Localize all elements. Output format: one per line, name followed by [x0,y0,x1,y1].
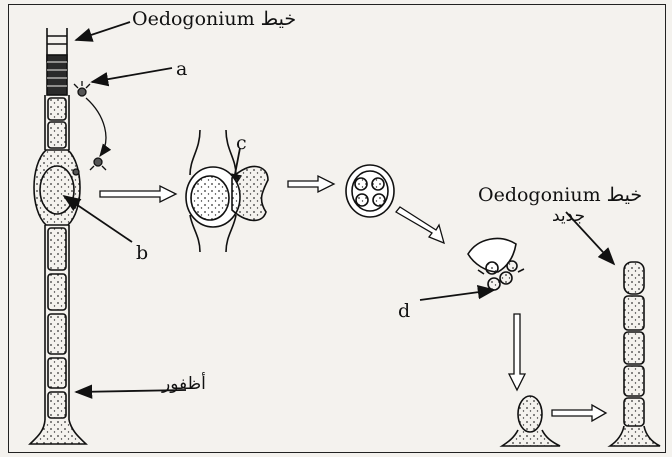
parent-filament [28,28,88,445]
zygote-with-spores [345,164,395,218]
filament-caption-new: Oedogonium خيط [478,184,643,206]
label-b: b [136,242,149,264]
label-c: c [236,132,247,154]
figure-border [8,4,666,453]
new-filament [607,261,661,447]
fertilization-stage [185,129,269,253]
zoospore-release [467,237,525,291]
germling [499,395,561,447]
filament-caption-top: Oedogonium خيط [132,8,297,30]
holdfast-label: أظفور [162,374,206,394]
antherozoids [72,81,112,176]
label-d: d [398,300,411,322]
new-filament-word: جديد [552,206,586,226]
pointer-arrows [62,21,616,399]
label-a: a [176,58,188,80]
process-arrows [99,174,608,423]
